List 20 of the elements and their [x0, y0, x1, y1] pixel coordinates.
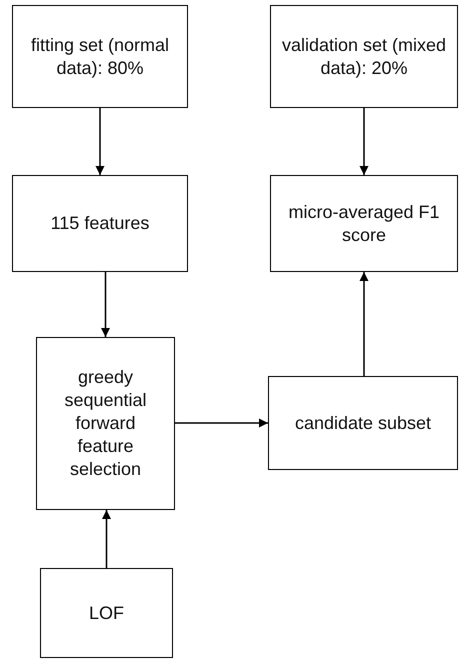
box-label: LOF: [88, 602, 124, 624]
box-label: candidate subset: [294, 412, 432, 434]
process-box: [268, 376, 458, 470]
arrow: [360, 272, 368, 376]
process-box: [36, 337, 175, 510]
process-box: [40, 568, 173, 658]
box-label: fitting set (normal data): 80%: [30, 34, 170, 80]
process-box: [12, 5, 188, 108]
box-label: greedy sequential forward feature selection: [63, 366, 148, 481]
process-box: [270, 175, 458, 272]
arrow: [175, 418, 268, 428]
arrow: [360, 108, 368, 175]
box-label: 115 features: [50, 212, 150, 235]
box-label: micro-averaged F1 score: [287, 200, 441, 246]
process-box: [270, 5, 458, 108]
arrow: [96, 108, 104, 175]
box-label: validation set (mixed data): 20%: [280, 34, 448, 80]
arrow: [101, 272, 110, 337]
process-box: [12, 175, 188, 272]
arrow: [102, 510, 111, 568]
